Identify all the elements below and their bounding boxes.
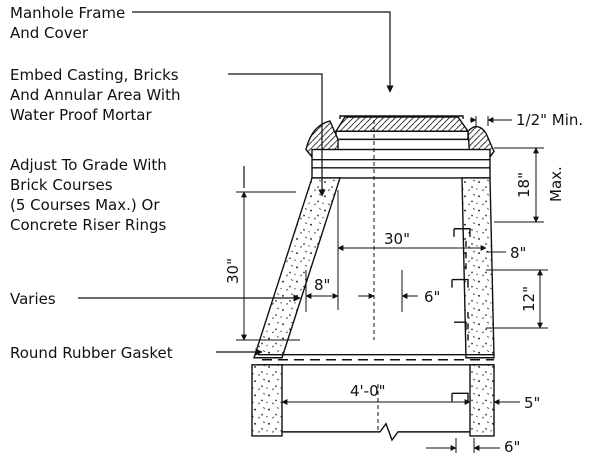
- cone-wall-right: [461, 177, 495, 359]
- leader-embed-casting: [228, 73, 326, 197]
- dimension-labels: 1/2" Min. 18" Max. 30" 8" 30" 8" 6" 12" …: [224, 111, 583, 453]
- label-varies: Varies: [10, 290, 56, 308]
- leader-manhole-frame: [132, 11, 394, 93]
- dimension-lines: [236, 116, 548, 453]
- barrel-wall-left: [251, 364, 283, 437]
- label-adjust-grade-3: (5 Courses Max.) Or: [10, 196, 160, 214]
- label-gasket: Round Rubber Gasket: [10, 344, 173, 362]
- dim-max: Max.: [547, 166, 565, 202]
- dim-8-right: 8": [510, 244, 526, 262]
- dim-8-inner: 8": [314, 276, 330, 294]
- label-adjust-grade-2: Brick Courses: [10, 176, 113, 194]
- grade-rings: [311, 148, 491, 179]
- dim-half-inch-min: 1/2" Min.: [516, 111, 583, 129]
- dim-6-bottom: 6": [504, 438, 520, 453]
- dim-12-inch: 12": [520, 286, 538, 312]
- manhole-structure: [251, 115, 495, 442]
- label-manhole-frame-2: And Cover: [10, 24, 89, 42]
- barrel-bottom-break: [282, 422, 470, 442]
- callout-leaders: [78, 11, 394, 356]
- label-adjust-grade-1: Adjust To Grade With: [10, 156, 167, 174]
- callout-labels: Manhole Frame And Cover Embed Casting, B…: [10, 4, 180, 362]
- cone-wall-left: [253, 177, 341, 359]
- label-adjust-grade-4: Concrete Riser Rings: [10, 216, 167, 234]
- barrel-wall-right: [469, 364, 495, 437]
- label-embed-casting-2: And Annular Area With: [10, 86, 180, 104]
- label-embed-casting-3: Water Proof Mortar: [10, 106, 152, 124]
- manhole-steps: [451, 228, 471, 402]
- frame-flange: [335, 130, 469, 141]
- label-embed-casting-1: Embed Casting, Bricks: [10, 66, 179, 84]
- manhole-cover: [339, 115, 464, 120]
- joint-band: [258, 353, 494, 366]
- manhole-frame: [334, 116, 470, 132]
- label-manhole-frame-1: Manhole Frame: [10, 4, 125, 22]
- dim-4-ft: 4'-0": [350, 382, 386, 400]
- dim-6-inner: 6": [424, 288, 440, 306]
- dim-5-inch: 5": [524, 394, 540, 412]
- dim-18-inch: 18": [515, 172, 533, 198]
- dim-30-left: 30": [224, 258, 242, 284]
- dim-30-top: 30": [384, 230, 410, 248]
